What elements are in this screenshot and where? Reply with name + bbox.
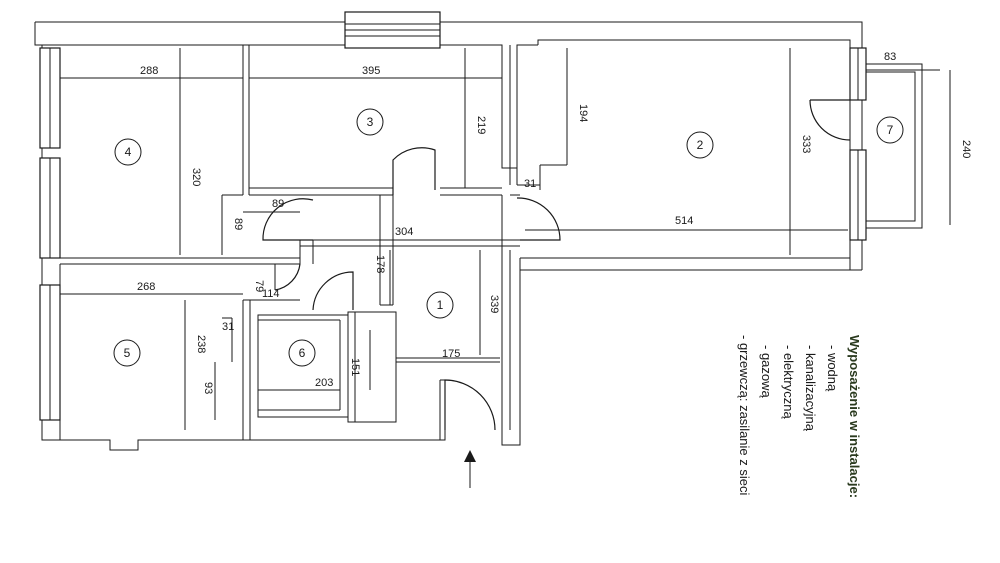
dim-79: 79 — [253, 280, 265, 292]
room-3-label: 3 — [367, 115, 374, 129]
room-6-label: 6 — [299, 346, 306, 360]
dim-31-top: 31 — [524, 178, 536, 190]
dim-93: 93 — [202, 382, 214, 394]
equipment-item-heating: - grzewczą: zasilanie z sieci — [737, 335, 752, 495]
dim-320: 320 — [190, 168, 202, 186]
balcony — [866, 63, 923, 229]
equipment-item-water: - wodną — [825, 345, 840, 392]
entrance-arrow-icon — [464, 450, 476, 488]
room-2-label: 2 — [697, 138, 704, 152]
dimension-labels: 288 395 320 219 194 333 83 240 89 89 304… — [137, 51, 972, 394]
room-5-label: 5 — [124, 346, 131, 360]
dimension-lines — [60, 48, 951, 430]
dim-240: 240 — [960, 140, 972, 158]
room-4-label: 4 — [125, 145, 132, 159]
dim-89-vertical: 89 — [232, 218, 244, 230]
dim-238: 238 — [195, 335, 207, 353]
dim-178: 178 — [374, 255, 386, 273]
dim-114: 114 — [262, 288, 280, 300]
equipment-title: Wyposażenie w instalacje: — [847, 335, 862, 498]
dim-31-left: 31 — [222, 321, 234, 333]
room-7-label: 7 — [887, 123, 894, 137]
dim-219: 219 — [475, 116, 487, 134]
room-1-label: 1 — [437, 298, 444, 312]
equipment-item-sewage: - kanalizacyjną — [803, 345, 818, 432]
room-markers: 1 2 3 4 5 6 7 — [113, 108, 904, 367]
dim-395: 395 — [362, 65, 380, 77]
dim-89-horizontal: 89 — [272, 198, 284, 210]
dim-333: 333 — [800, 135, 812, 153]
dim-83: 83 — [884, 51, 896, 63]
dim-514: 514 — [675, 215, 693, 227]
dim-194: 194 — [577, 104, 589, 122]
dim-339: 339 — [488, 295, 500, 313]
equipment-notes: Wyposażenie w instalacje: - wodną - kana… — [737, 335, 862, 498]
equipment-item-gas: - gazową — [759, 345, 774, 399]
doors — [262, 99, 851, 431]
dim-288: 288 — [140, 65, 158, 77]
dim-268: 268 — [137, 281, 155, 293]
dim-151: 151 — [349, 358, 361, 376]
equipment-item-electric: - elektryczną — [781, 345, 796, 419]
dim-203: 203 — [315, 377, 333, 389]
dim-304: 304 — [395, 226, 413, 238]
dim-175: 175 — [442, 348, 460, 360]
windows — [39, 11, 867, 421]
